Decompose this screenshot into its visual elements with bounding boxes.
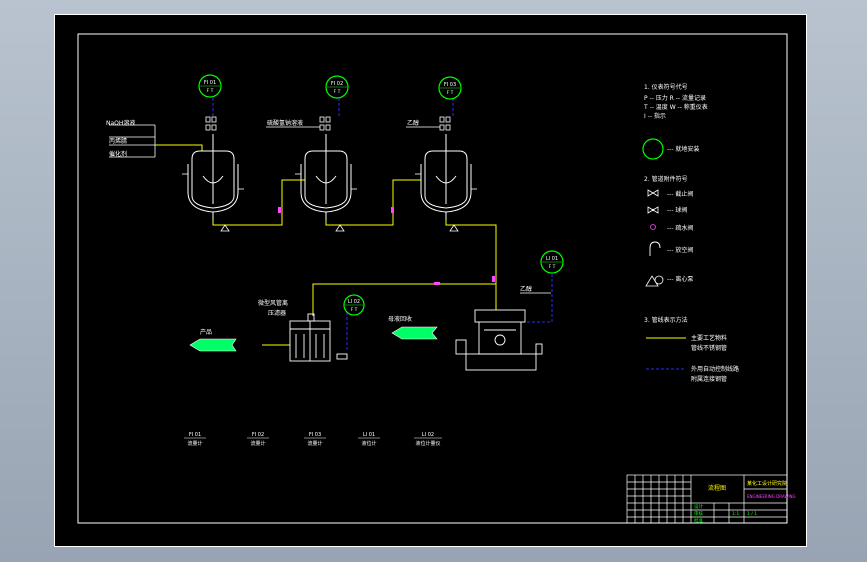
reactor-1 (187, 134, 239, 220)
bottom-tag-5: LI 02 (422, 432, 434, 438)
title-block-designer: 设计 (694, 503, 703, 510)
bottom-name-2: 流量计 (250, 440, 265, 447)
dryer-unit (289, 313, 348, 362)
legend-main-line-1: 主要工艺物料 (691, 334, 727, 342)
bottom-tag-1: FI 01 (189, 432, 201, 438)
bottom-tag-2: FI 02 (252, 432, 264, 438)
li01-tag: LI 01 (546, 256, 558, 262)
fi02-sub: F T (334, 89, 341, 95)
fi03-sub: F T (447, 90, 454, 96)
legend-local-instrument-icon (642, 138, 664, 160)
process-lines (212, 179, 497, 346)
legend-inst-line-2: 附属连接钢管 (691, 375, 727, 383)
reactor-pumps (220, 224, 459, 232)
bottom-tag-4: LI 01 (363, 432, 375, 438)
legend-s1-l2: T -- 温度 W -- 称重仪表 (643, 103, 708, 111)
recovery-arrow (391, 326, 438, 340)
fi03-tag: FI 03 (444, 82, 456, 88)
bottom-tag-3: FI 03 (309, 432, 321, 438)
inner-frame (77, 33, 788, 524)
legend-s1-l3: I -- 指示 (644, 112, 666, 120)
ball-valve-icon (647, 206, 659, 214)
centrifuge (455, 309, 543, 371)
bottom-name-4: 液位计 (361, 440, 376, 447)
legend-valve-label: --- 截止阀 (667, 190, 693, 198)
product-label: 产品 (200, 328, 212, 336)
legend-s2-title: 2. 管道附件符号 (644, 175, 688, 183)
instrument-fi03: FI 03 F T (438, 76, 462, 100)
bottom-name-3: 流量计 (307, 440, 322, 447)
reactor-3 (420, 134, 472, 220)
title-block (626, 474, 788, 524)
steam-trap-icon (650, 224, 656, 230)
pump-casing-icon (654, 275, 664, 285)
stream-label-reactor2: 硫酸氢钠溶液 (267, 119, 303, 127)
globe-valve-icon (647, 189, 659, 197)
product-arrow (189, 338, 237, 352)
legend-main-line-2: 管线不锈钢管 (691, 344, 727, 352)
stream-label-catalyst: 催化剂 (109, 150, 127, 158)
stream-label-ethanol-right: 乙醇 (520, 285, 532, 293)
legend-check-label: --- 球阀 (667, 206, 687, 214)
legend-circle-label: --- 就地安装 (667, 145, 699, 153)
legend-vent-label: --- 放空阀 (667, 246, 693, 254)
dryer-label-1: 微型风管离 (258, 299, 288, 307)
ball-valve-dot-icon (651, 208, 655, 212)
li02-tag: LI 02 (348, 299, 360, 305)
instrument-signal-lines (212, 98, 553, 350)
legend: 1. 仪表符号代号 P -- 压力 R -- 流量记录 T -- 温度 W --… (642, 83, 739, 383)
feed-line-r1 (155, 144, 203, 151)
stream-label-naoh: NaOH溶液 (106, 119, 135, 127)
fi01-tag: FI 01 (204, 80, 216, 86)
legend-trap-label: --- 疏水阀 (667, 224, 693, 232)
recovery-label: 母液回收 (388, 315, 412, 323)
instrument-taps (205, 116, 451, 131)
instrument-li02: LI 02 F T (343, 294, 365, 316)
bottom-name-1: 流量计 (187, 440, 202, 447)
li01-sub: F T (549, 264, 556, 270)
li02-sub: F T (351, 307, 358, 313)
title-block-scale: 1:1 (732, 511, 739, 517)
drawing-canvas: NaOH溶液 丙烯腈 催化剂 (54, 14, 807, 547)
bottom-name-5: 液位计量仪 (415, 440, 440, 447)
feed-lines (109, 124, 156, 158)
fi02-tag: FI 02 (331, 81, 343, 87)
stream-label-ethanol-top: 乙醇 (407, 119, 419, 127)
instrument-fi01: FI 01 F T (198, 74, 222, 98)
title-block-approver: 批准 (694, 517, 703, 524)
dryer-label-2: 压滤器 (268, 309, 286, 317)
vent-valve-icon (649, 241, 661, 256)
reactor-spurs (182, 173, 477, 190)
reactor-2 (300, 134, 352, 220)
bottom-labels: FI 01 流量计 FI 02 流量计 FI 03 流量计 LI 01 液位计 … (184, 432, 442, 447)
legend-s1-title: 1. 仪表符号代号 (644, 83, 688, 91)
outer-frame (54, 14, 807, 547)
title-block-checker: 审核 (694, 510, 703, 517)
legend-pump-label: --- 离心泵 (667, 275, 693, 283)
instrument-fi02: FI 02 F T (325, 75, 349, 99)
legend-inst-line-1: 外用自动控制线路 (691, 365, 739, 373)
legend-s3-title: 3. 管线表示方法 (644, 316, 688, 324)
instrument-li01: LI 01 F T (540, 250, 564, 274)
line-valves (278, 207, 495, 285)
title-block-drawing-no: ENGINEERING DRAWING (747, 494, 796, 499)
title-block-company: 某化工设计研究院 (747, 480, 787, 487)
legend-s1-l1: P -- 压力 R -- 流量记录 (644, 94, 706, 102)
fi01-sub: F T (207, 88, 214, 94)
process-flow-diagram: NaOH溶液 丙烯腈 催化剂 (54, 14, 807, 547)
title-block-header: 流程图 (708, 484, 726, 492)
stream-label-propylene: 丙烯腈 (109, 137, 127, 145)
title-block-sheet: 1 / 1 (747, 511, 757, 517)
